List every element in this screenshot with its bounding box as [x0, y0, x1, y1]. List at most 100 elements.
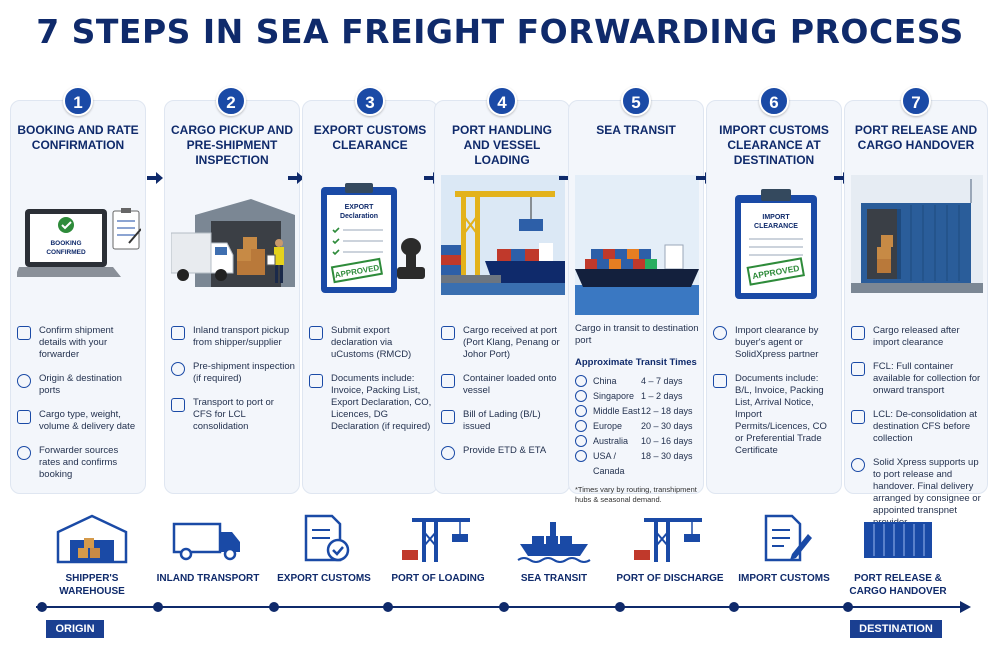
arrow-right-icon: [288, 172, 304, 184]
document-list-icon: [713, 374, 727, 388]
magnifier-icon: [171, 362, 185, 376]
step-number-2: 2: [216, 86, 246, 116]
step-item: Container loaded onto vessel: [463, 373, 557, 396]
transit-destination: Singapore: [593, 391, 635, 401]
customs-document-icon: [304, 514, 350, 562]
transit-destination: USA / Canada: [593, 451, 625, 476]
step-item: Origin & destination ports: [39, 373, 122, 396]
port-crane-icon: [402, 518, 470, 562]
globe-icon: [575, 375, 587, 387]
globe-icon: [575, 450, 587, 462]
transit-note: *Times vary by routing, transhipment hub…: [575, 485, 697, 504]
globe-icon: [575, 420, 587, 432]
destination-tag: DESTINATION: [850, 620, 942, 638]
step-item: Transport to port or CFS for LCL consoli…: [193, 397, 274, 432]
step-item: Cargo received at port (Port Klang, Pena…: [463, 325, 560, 360]
step-title: PORT HANDLING AND VESSEL LOADING: [452, 123, 552, 167]
arrow-right-icon: [147, 172, 163, 184]
cargo-ship-illustration: [575, 175, 699, 315]
step-number-3: 3: [355, 86, 385, 116]
laptop-booking-illustration: BOOKING CONFIRMED: [17, 208, 141, 277]
agent-icon: [713, 326, 727, 340]
step-item: Bill of Lading (B/L) issued: [463, 409, 541, 432]
transit-row: Europe 20 – 30 days: [575, 419, 699, 434]
step-title: PORT RELEASE AND CARGO HANDOVER: [854, 123, 978, 152]
handshake-icon: [851, 458, 865, 472]
clock-icon: [441, 446, 455, 460]
step-item: Inland transport pickup from shipper/sup…: [193, 325, 290, 348]
ship-icon: [517, 522, 591, 563]
step-number-6: 6: [759, 86, 789, 116]
step-item: Submit export declaration via uCustoms (…: [331, 325, 412, 360]
step-card-6: IMPORT CUSTOMS CLEARANCE AT DESTINATION …: [706, 100, 842, 494]
transit-destination: Europe: [593, 421, 623, 431]
open-container-illustration: [851, 175, 983, 293]
step-item: Cargo released after import clearance: [873, 325, 960, 348]
transit-row: Singapore 1 – 2 days: [575, 389, 699, 404]
step-item: Pre-shipment inspection (if required): [193, 361, 295, 384]
step-card-3: EXPORT CUSTOMS CLEARANCE EXPORT Declarat…: [302, 100, 438, 494]
step-title: CARGO PICKUP AND PRE-SHIPMENT INSPECTION: [170, 123, 293, 167]
flow-label: SHIPPER'S WAREHOUSE: [59, 573, 125, 597]
flow-label: PORT OF LOADING: [391, 573, 485, 584]
container-icon: [851, 362, 865, 376]
timeline-dot: [615, 602, 625, 612]
timeline-dot: [153, 602, 163, 612]
origin-tag: ORIGIN: [46, 620, 104, 638]
timeline-dot: [37, 602, 47, 612]
step-number-4: 4: [487, 86, 517, 116]
step-title: IMPORT CUSTOMS CLEARANCE AT DESTINATION: [719, 123, 829, 167]
timeline-dot: [843, 602, 853, 612]
step-item: LCL: De-consolidation at destination CFS…: [873, 409, 978, 444]
declaration-text: Declaration: [340, 213, 378, 220]
warehouse-icon: [56, 514, 128, 564]
timeline-arrow-icon: [960, 601, 971, 613]
crane-icon: [441, 374, 455, 388]
timeline-dot: [729, 602, 739, 612]
transit-days: 12 – 18 days: [641, 406, 693, 416]
edit-icon: [17, 410, 31, 424]
step-title: BOOKING AND RATE CONFIRMATION: [17, 123, 139, 152]
booking-text: BOOKING: [50, 240, 81, 247]
flow-label: EXPORT CUSTOMS: [277, 573, 371, 584]
port-crane-illustration: [441, 175, 565, 295]
check-document-icon: [851, 326, 865, 340]
clipboard-icon: [17, 326, 31, 340]
step-item: Confirm shipment details with your forwa…: [39, 325, 114, 360]
timeline-dot: [499, 602, 509, 612]
transit-days: 20 – 30 days: [641, 421, 693, 431]
transit-days: 10 – 16 days: [641, 436, 693, 446]
transit-times-heading: Approximate Transit Times: [575, 357, 697, 368]
transit-days: 4 – 7 days: [641, 376, 683, 386]
step-card-7: PORT RELEASE AND CARGO HANDOVER Cargo re…: [844, 100, 988, 528]
step-title: EXPORT CUSTOMS CLEARANCE: [313, 123, 427, 152]
truck-icon: [171, 326, 185, 340]
flow-label: IMPORT CUSTOMS: [738, 573, 830, 584]
confirmed-text: CONFIRMED: [46, 249, 86, 256]
step-item: Forwarder sources rates and confirms boo…: [39, 445, 119, 480]
transit-days: 1 – 2 days: [641, 391, 683, 401]
dollar-icon: [17, 446, 31, 460]
import-text: IMPORT: [762, 214, 790, 221]
step-item: Import clearance by buyer's agent or Sol…: [735, 325, 819, 360]
step-title: SEA TRANSIT: [596, 123, 676, 137]
flow-label: PORT RELEASE & CARGO HANDOVER: [849, 573, 947, 597]
clearance-text: CLEARANCE: [754, 223, 798, 230]
document-icon: [441, 410, 455, 424]
document-icon: [309, 326, 323, 340]
flow-label: INLAND TRANSPORT: [156, 573, 260, 584]
transit-destination: Middle East: [593, 406, 641, 416]
container-icon: [864, 522, 932, 558]
page-title: 7 STEPS IN SEA FREIGHT FORWARDING PROCES…: [36, 12, 964, 51]
step-item: Documents include: B/L, Invoice, Packing…: [735, 373, 827, 456]
globe-icon: [575, 390, 587, 402]
box-icon: [171, 398, 185, 412]
globe-icon: [575, 405, 587, 417]
port-crane-icon: [634, 518, 702, 562]
step-number-1: 1: [63, 86, 93, 116]
export-text: EXPORT: [345, 204, 375, 211]
